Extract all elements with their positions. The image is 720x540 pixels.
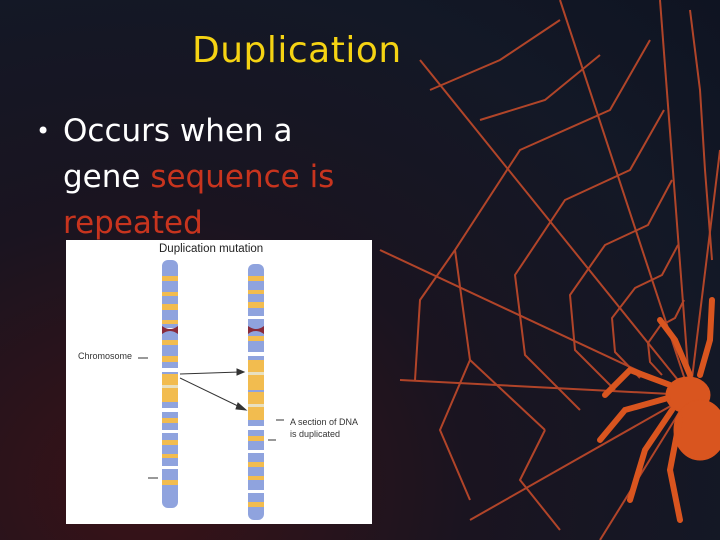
figure-title: Duplication mutation xyxy=(159,243,264,255)
chromosome-label: Chromosome xyxy=(78,351,133,361)
bullet-point: • Occurs when a gene sequence is repeate… xyxy=(36,108,376,246)
slide-title: Duplication xyxy=(192,30,402,71)
bullet-text-highlight: sequence is repeated xyxy=(63,159,335,241)
duplication-figure: Duplication mutation Chromosome A sectio… xyxy=(66,240,372,524)
bullet-text: Occurs when a gene sequence is repeated xyxy=(63,108,376,246)
original-chromosome xyxy=(162,260,178,508)
section-label-line2: is duplicated xyxy=(290,429,341,439)
chromosome-diagram xyxy=(138,260,284,520)
section-label-line1: A section of DNA xyxy=(290,417,359,427)
bullet-symbol: • xyxy=(36,117,51,145)
bullet-text-plain: Occurs when a gene xyxy=(63,113,293,195)
duplicated-chromosome xyxy=(248,264,264,520)
spider-icon xyxy=(597,297,720,523)
